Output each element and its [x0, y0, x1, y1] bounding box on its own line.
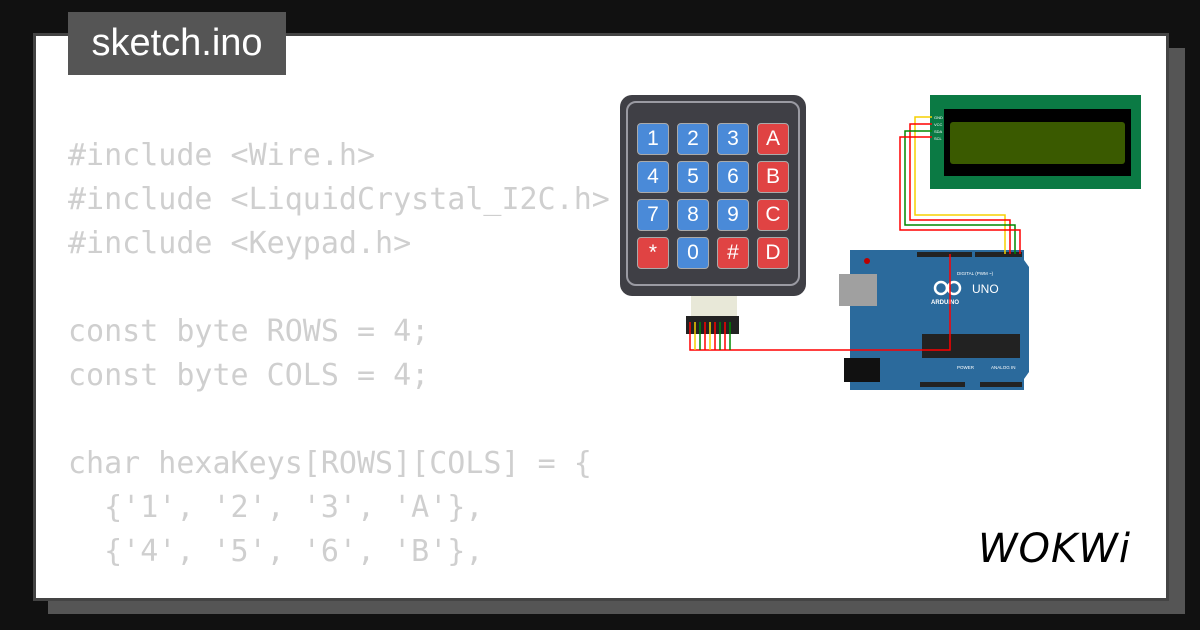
code-line: const byte ROWS = 4;	[68, 314, 430, 349]
usb-port	[839, 274, 877, 306]
key-0[interactable]: 0	[677, 237, 709, 269]
key-hash[interactable]: #	[717, 237, 749, 269]
wires	[689, 116, 1021, 351]
key-a[interactable]: A	[757, 123, 789, 155]
code-preview: #include <Wire.h> #include <LiquidCrystal…	[68, 134, 610, 574]
key-2[interactable]: 2	[677, 123, 709, 155]
reset-button	[864, 258, 870, 264]
digital-label: DIGITAL (PWM ~)	[957, 271, 994, 276]
power-jack	[844, 358, 880, 382]
board-model: UNO	[972, 282, 999, 296]
lcd-pin-vcc: VCC	[934, 122, 943, 127]
key-8[interactable]: 8	[677, 199, 709, 231]
key-7[interactable]: 7	[637, 199, 669, 231]
code-line: #include <Keypad.h>	[68, 226, 412, 261]
code-line: {'1', '2', '3', 'A'},	[68, 490, 484, 525]
key-d[interactable]: D	[757, 237, 789, 269]
analog-label: ANALOG IN	[991, 365, 1016, 370]
key-c[interactable]: C	[757, 199, 789, 231]
key-1[interactable]: 1	[637, 123, 669, 155]
power-label: POWER	[957, 365, 975, 370]
key-star[interactable]: *	[637, 237, 669, 269]
membrane-keypad: 1 2 3 A 4 5 6 B 7 8 9 C * 0 # D	[620, 95, 806, 296]
key-5[interactable]: 5	[677, 161, 709, 193]
arduino-uno: UNO ARDUINO DIGITAL (PWM ~) POWER ANALOG…	[839, 250, 1029, 390]
keypad-ribbon	[686, 296, 739, 334]
lcd-pin-gnd: GND	[934, 115, 943, 120]
wokwi-logo: WOKWi	[978, 526, 1131, 572]
atmega-chip	[922, 334, 1020, 358]
lcd-pin-sda: SDA	[934, 129, 943, 134]
code-line: {'4', '5', '6', 'B'},	[68, 534, 484, 569]
key-4[interactable]: 4	[637, 161, 669, 193]
code-line: #include <LiquidCrystal_I2C.h>	[68, 182, 610, 217]
key-b[interactable]: B	[757, 161, 789, 193]
file-title: sketch.ino	[68, 12, 286, 75]
board-brand: ARDUINO	[931, 300, 959, 306]
code-line: const byte COLS = 4;	[68, 358, 430, 393]
key-9[interactable]: 9	[717, 199, 749, 231]
key-6[interactable]: 6	[717, 161, 749, 193]
code-line: char hexaKeys[ROWS][COLS] = {	[68, 446, 592, 481]
lcd-pin-scl: SCL	[934, 136, 943, 141]
key-3[interactable]: 3	[717, 123, 749, 155]
lcd-display: GND VCC SDA SCL	[930, 95, 1141, 189]
code-line: #include <Wire.h>	[68, 138, 376, 173]
